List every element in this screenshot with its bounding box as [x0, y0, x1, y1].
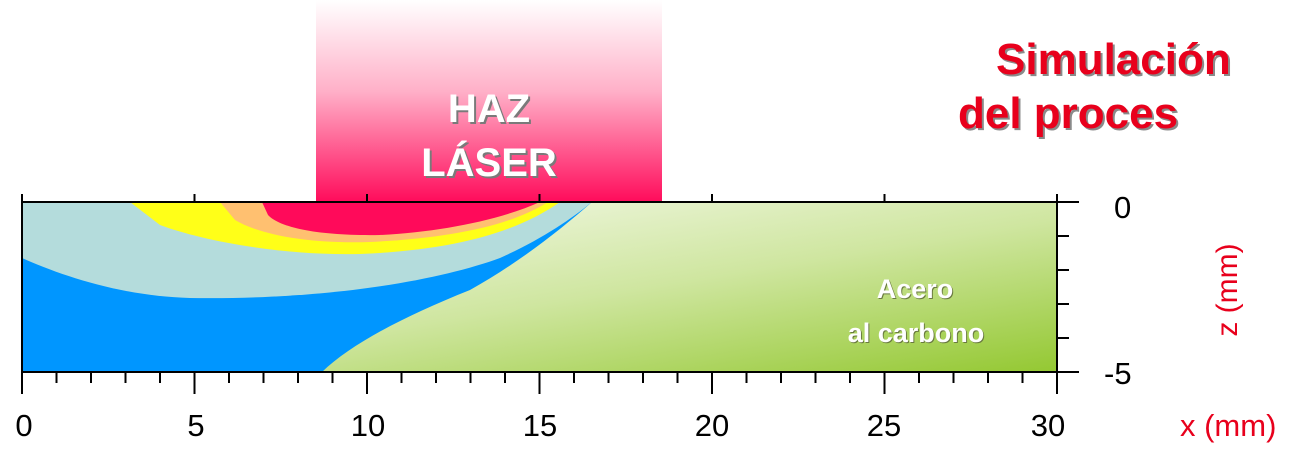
x-tick-label: 15 — [522, 408, 558, 443]
beam-label-line1: HAZ — [447, 87, 531, 131]
x-tick-label: 25 — [866, 408, 902, 443]
x-tick-label: 20 — [694, 408, 730, 443]
z-tick-label: 0 — [1114, 190, 1132, 225]
beam-label-line2: LÁSER — [421, 141, 557, 185]
z-axis-ticks — [1057, 201, 1079, 373]
x-tick-label: 5 — [187, 408, 205, 443]
material-label-line1: Acero — [876, 274, 954, 304]
x-minor-ticks — [55, 372, 1024, 383]
x-tick-label: 0 — [15, 408, 33, 443]
z-axis-label: z (mm) — [1211, 243, 1244, 337]
laser-beam — [316, 0, 662, 203]
molten-zone — [262, 202, 540, 236]
x-axis-label: x (mm) — [1180, 408, 1277, 443]
z-tick-label: -5 — [1104, 356, 1132, 391]
material-label-line2: al carbono — [847, 318, 985, 348]
page-title-line2: del proces — [958, 89, 1179, 138]
page-title-line1: Simulación — [996, 35, 1231, 84]
x-tick-label: 30 — [1030, 408, 1066, 443]
x-major-ticks — [21, 372, 1058, 394]
x-tick-label: 10 — [350, 408, 386, 443]
x-top-ticks — [21, 194, 1058, 202]
